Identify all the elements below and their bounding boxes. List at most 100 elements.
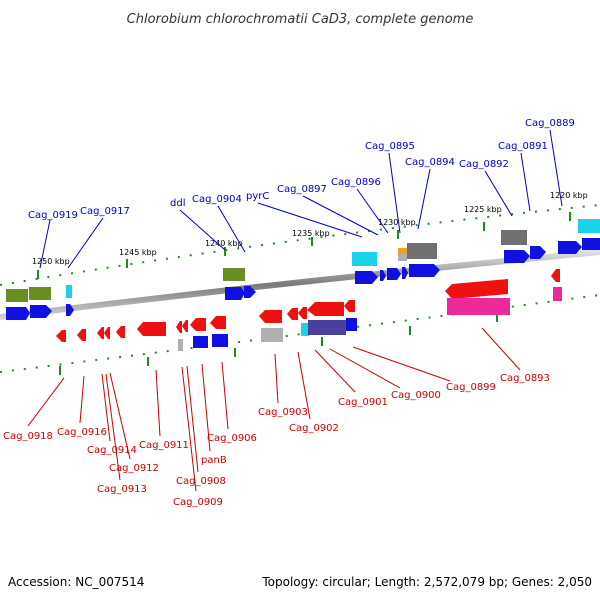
gene-cag-0893-pink[interactable] — [447, 298, 510, 315]
gene-cag-0897-arrow[interactable] — [355, 271, 378, 284]
gene-small-red-a[interactable] — [176, 321, 182, 333]
label-cag-0912[interactable]: Cag_0912 — [109, 463, 159, 474]
gene-cag-0891-arrow[interactable] — [530, 246, 546, 259]
gene-cag-0901-arrow[interactable] — [298, 307, 307, 319]
scale-label-1230: 1230 kbp — [378, 218, 416, 227]
label-cag-0917[interactable]: Cag_0917 — [80, 206, 130, 217]
label-cag-0899[interactable]: Cag_0899 — [446, 382, 496, 393]
scale-label-1220: 1220 kbp — [550, 191, 588, 200]
gene-cag-0899-purple[interactable] — [308, 320, 346, 335]
leader-cag-0913 — [105, 373, 121, 481]
label-cag-0889[interactable]: Cag_0889 — [525, 118, 575, 129]
label-cag-0918[interactable]: Cag_0918 — [3, 431, 53, 442]
gene-cag-0906-arrow[interactable] — [210, 316, 226, 329]
leader-pyrc — [257, 202, 363, 238]
gene-cag-0912-arrow[interactable] — [116, 326, 125, 338]
gene-cyan-left[interactable] — [66, 285, 72, 298]
gene-blue-arrow-2[interactable] — [30, 305, 52, 318]
label-cag-0909[interactable]: Cag_0909 — [173, 497, 223, 508]
gene-ddl-olive[interactable] — [223, 268, 245, 281]
leader-ddl — [179, 209, 226, 251]
gene-small-red-b[interactable] — [182, 320, 188, 332]
gene-cag-0895-orange[interactable] — [398, 248, 407, 254]
gene-cag-0895-gray[interactable] — [398, 254, 407, 261]
gene-cag-0896-arrow[interactable] — [387, 268, 401, 280]
gene-blue-arrow-1[interactable] — [6, 307, 30, 320]
label-cag-0897[interactable]: Cag_0897 — [277, 184, 327, 195]
label-cag-0904[interactable]: Cag_0904 — [192, 194, 242, 205]
gene-cag-0892-gray[interactable] — [501, 230, 527, 245]
leader-cag-0896 — [356, 188, 389, 234]
label-cag-0894[interactable]: Cag_0894 — [405, 157, 455, 168]
label-cag-0902[interactable]: Cag_0902 — [289, 423, 339, 434]
label-cag-0916[interactable]: Cag_0916 — [57, 427, 107, 438]
reverse-track-dots — [0, 294, 600, 373]
gene-cag-0919-olive[interactable] — [6, 289, 28, 302]
label-panb[interactable]: panB — [201, 455, 227, 466]
gene-cag-0894-arrow[interactable] — [409, 264, 440, 277]
gene-cag-0908-blue[interactable] — [193, 336, 208, 348]
leader-panb — [201, 363, 211, 452]
label-cag-0896[interactable]: Cag_0896 — [331, 177, 381, 188]
gene-small-arrow-b[interactable] — [402, 267, 408, 279]
label-ddl[interactable]: ddl — [170, 198, 185, 209]
gene-cag-0911-arrow[interactable] — [137, 322, 166, 336]
label-cag-0911[interactable]: Cag_0911 — [139, 440, 189, 451]
label-cag-0891[interactable]: Cag_0891 — [498, 141, 548, 152]
gene-cag-0918-arrow[interactable] — [56, 330, 66, 342]
gene-cag-0909-gray[interactable] — [178, 339, 183, 351]
label-cag-0908[interactable]: Cag_0908 — [176, 476, 226, 487]
leader-cag-0901 — [314, 349, 356, 393]
leader-cag-0903 — [274, 353, 279, 404]
gene-cag-0902-arrow[interactable] — [287, 308, 298, 320]
gene-pink-far-right[interactable] — [553, 287, 562, 301]
gene-olive-2[interactable] — [29, 287, 51, 300]
label-cag-0901[interactable]: Cag_0901 — [338, 397, 388, 408]
reverse-genes — [56, 269, 562, 351]
gene-cag-0903-gray[interactable] — [261, 328, 283, 342]
reverse-leaders — [27, 327, 521, 492]
gene-blue-arrow-3[interactable] — [66, 304, 74, 316]
leader-cag-0889 — [549, 129, 563, 207]
label-cag-0919[interactable]: Cag_0919 — [28, 210, 78, 221]
gene-cag-0904-arrow[interactable] — [244, 286, 256, 298]
leader-cag-0897 — [302, 195, 379, 236]
gene-cag-0903-arrow[interactable] — [259, 310, 282, 323]
gene-cag-0914-arrow[interactable] — [97, 327, 104, 339]
gene-blue-reverse-c[interactable] — [346, 318, 357, 331]
label-cag-0906[interactable]: Cag_0906 — [207, 433, 257, 444]
gene-cag-0893-red[interactable] — [445, 279, 508, 299]
gene-blue-reverse-b[interactable] — [212, 334, 228, 347]
gene-ddl-arrow[interactable] — [225, 287, 245, 300]
gene-red-small-c[interactable] — [344, 300, 355, 312]
leader-cag-0900 — [329, 348, 401, 389]
label-cag-0900[interactable]: Cag_0900 — [391, 390, 441, 401]
gene-right-blue[interactable] — [582, 238, 600, 250]
label-cag-0893[interactable]: Cag_0893 — [500, 373, 550, 384]
label-cag-0892[interactable]: Cag_0892 — [459, 159, 509, 170]
leader-cag-0894 — [417, 168, 431, 230]
gene-cag-0889-arrow[interactable] — [558, 241, 582, 254]
forward-track-dots — [0, 204, 600, 286]
gene-red-far-right[interactable] — [551, 269, 560, 282]
label-cag-0913[interactable]: Cag_0913 — [97, 484, 147, 495]
gene-panb-arrow[interactable] — [190, 318, 206, 331]
gene-cyan-reverse[interactable] — [301, 323, 309, 336]
leader-cag-0918 — [27, 377, 65, 427]
leader-cag-0909 — [181, 366, 197, 492]
label-cag-0895[interactable]: Cag_0895 — [365, 141, 415, 152]
leader-cag-0914 — [101, 373, 111, 442]
scale-label-1245: 1245 kbp — [119, 248, 157, 257]
gene-cag-0892-arrow[interactable] — [504, 250, 530, 263]
gene-pyrc-cyan[interactable] — [352, 252, 377, 266]
gene-small-arrow-a[interactable] — [380, 270, 386, 281]
gene-cag-0916-arrow[interactable] — [77, 329, 86, 341]
gene-cag-0900-arrow[interactable] — [307, 302, 344, 316]
gene-cag-0894-gray[interactable] — [407, 243, 437, 259]
gene-right-cyan[interactable] — [578, 219, 600, 233]
label-cag-0903[interactable]: Cag_0903 — [258, 407, 308, 418]
gene-cag-0913-arrow[interactable] — [104, 327, 110, 339]
label-pyrc[interactable]: pyrC — [246, 191, 269, 202]
label-cag-0914[interactable]: Cag_0914 — [87, 445, 137, 456]
